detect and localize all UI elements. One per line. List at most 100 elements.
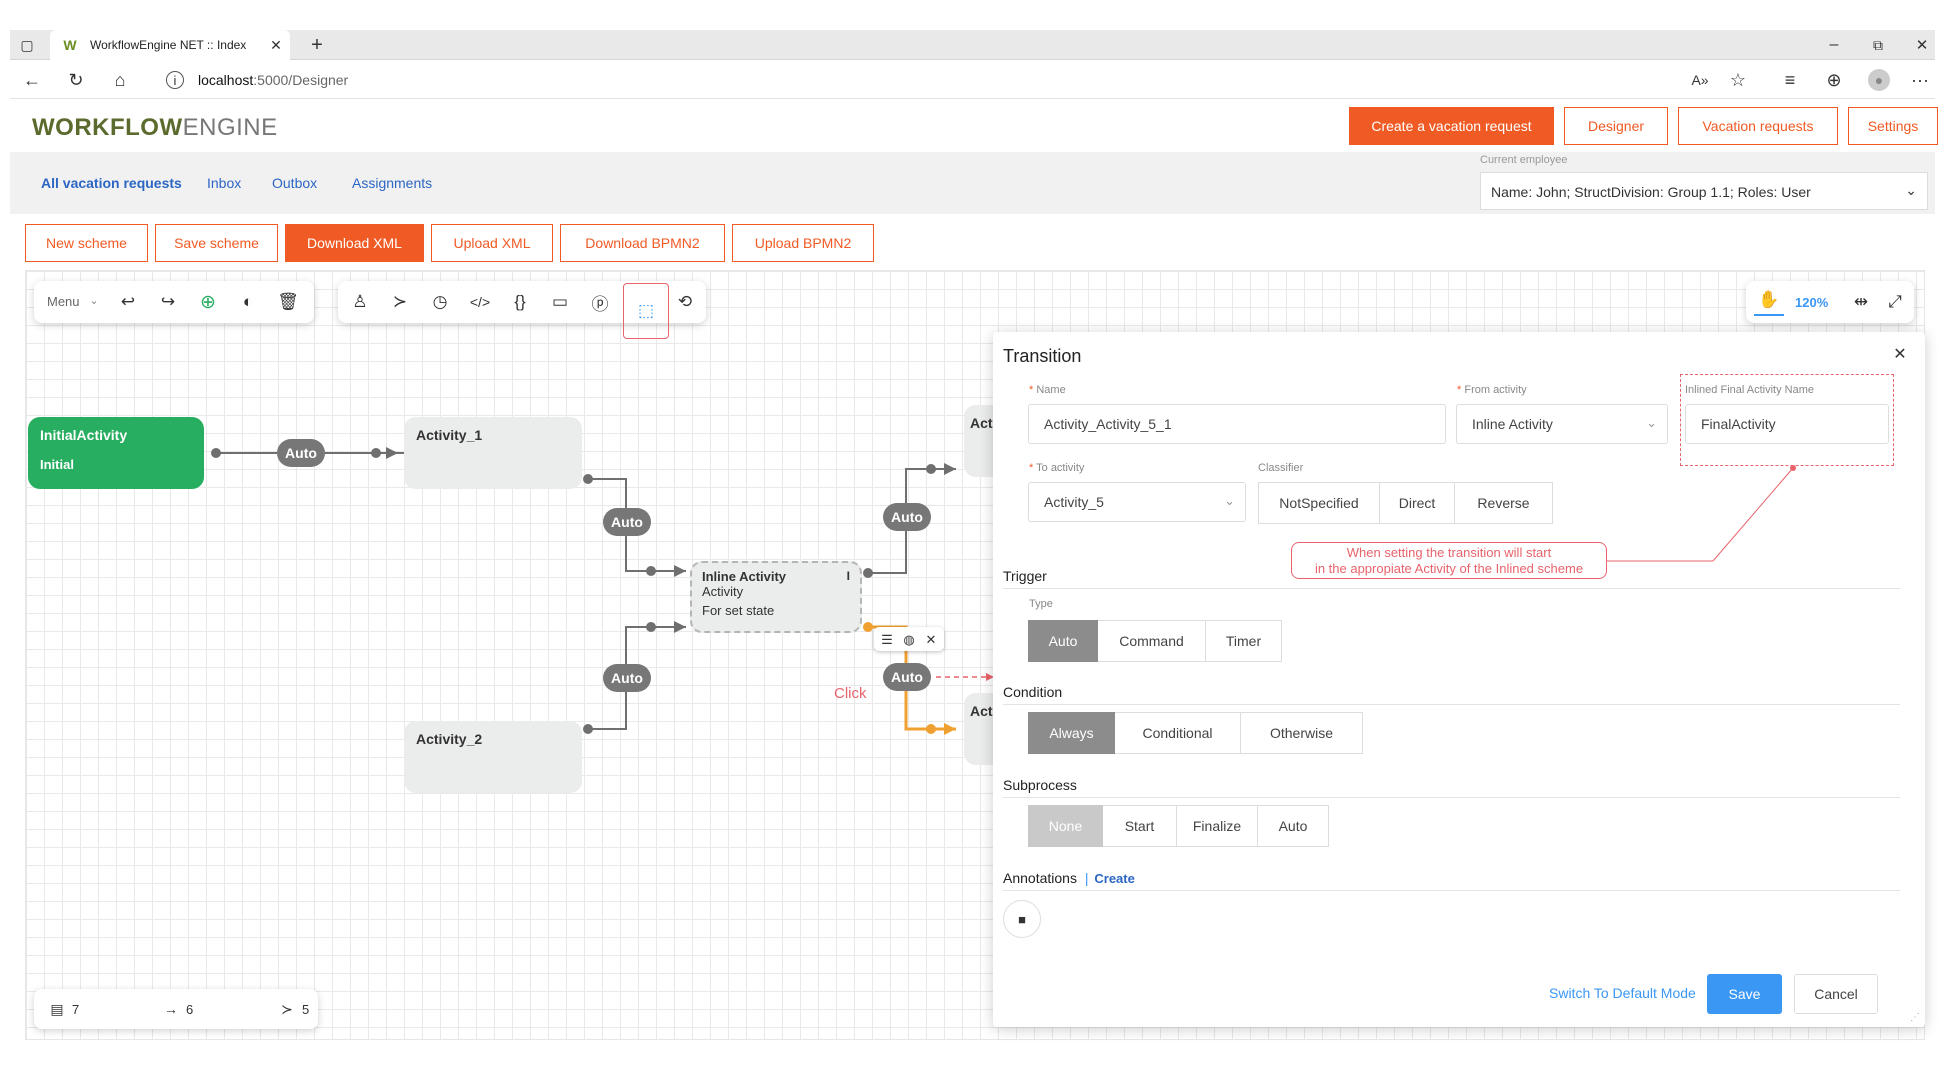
save-button[interactable]: Save <box>1707 974 1782 1014</box>
timer-icon[interactable]: ◷ <box>432 292 448 311</box>
close-window-icon[interactable]: ✕ <box>1915 36 1929 54</box>
download-xml-button[interactable]: Download XML <box>285 224 424 262</box>
minimize-icon[interactable]: – <box>1829 36 1839 53</box>
name-input[interactable]: Activity_Activity_5_1 <box>1028 404 1446 444</box>
annotation-comment-icon[interactable]: ■ <box>1003 900 1041 938</box>
process-parameter-icon[interactable]: ⓟ <box>591 294 609 314</box>
switch-default-mode-link[interactable]: Switch To Default Mode <box>1549 985 1696 1001</box>
browser-tab[interactable]: W WorkflowEngine NET :: Index ✕ <box>50 30 290 60</box>
zoom-level[interactable]: 120% <box>1795 295 1829 310</box>
transition-auto-pill[interactable]: Auto <box>603 508 651 536</box>
activity-title: Activity_1 <box>416 427 483 443</box>
app-logo[interactable]: WORKFLOWENGINE <box>32 114 278 141</box>
subprocess-finalize[interactable]: Finalize <box>1177 805 1258 847</box>
condition-otherwise[interactable]: Otherwise <box>1241 712 1363 754</box>
employee-select[interactable]: Name: John; StructDivision: Group 1.1; R… <box>1480 172 1928 210</box>
home-icon[interactable]: ⌂ <box>114 70 126 90</box>
favorites-list-icon[interactable]: ≡ <box>1784 70 1796 90</box>
hand-pan-icon[interactable]: ✋ <box>1754 286 1784 316</box>
profile-icon[interactable]: ● <box>1868 69 1890 91</box>
transition-auto-pill[interactable]: Auto <box>883 503 931 531</box>
fullscreen-icon[interactable]: ⤢ <box>1888 292 1902 311</box>
new-tab-icon[interactable]: + <box>311 34 323 56</box>
delete-icon[interactable]: ✕ <box>925 631 937 647</box>
arrow-head <box>674 565 686 577</box>
redo-icon[interactable]: ↪ <box>160 292 176 311</box>
menu-button[interactable]: Menu <box>47 294 80 309</box>
activity-top-right[interactable]: Act <box>964 405 994 477</box>
activity-2[interactable]: Activity_2 <box>404 721 582 793</box>
download-bpmn-button[interactable]: Download BPMN2 <box>560 224 725 262</box>
classifier-direct[interactable]: Direct <box>1380 482 1455 524</box>
inline-selection-icon[interactable]: ⬚ <box>623 283 669 339</box>
favorite-star-icon[interactable]: ☆ <box>1729 70 1747 90</box>
classifier-label: Classifier <box>1258 462 1304 474</box>
upload-bpmn-button[interactable]: Upload BPMN2 <box>732 224 874 262</box>
chevron-down-icon: ⌄ <box>89 294 99 307</box>
nav-outbox[interactable]: Outbox <box>272 175 318 191</box>
annotations-create-link[interactable]: Create <box>1094 871 1135 886</box>
settings-button[interactable]: Settings <box>1848 107 1938 145</box>
close-tab-icon[interactable]: ✕ <box>270 37 282 53</box>
command-icon[interactable]: ≻ <box>392 292 408 311</box>
fit-width-icon[interactable]: ⇹ <box>1853 292 1869 311</box>
url-field[interactable]: localhost:5000/Designer <box>198 72 349 88</box>
actor-icon[interactable]: ♙ <box>352 292 368 311</box>
vacation-requests-button[interactable]: Vacation requests <box>1678 107 1838 145</box>
nav-assignments[interactable]: Assignments <box>352 175 433 191</box>
palette-icon[interactable]: ◍ <box>903 631 915 647</box>
callout-line-1: When setting the transition will start <box>1346 545 1552 560</box>
element-toolbox: ♙ ≻ ◷ </> {} ▭ ⓟ ⬚ ⟲ <box>338 281 706 339</box>
trash-icon[interactable]: 🗑 <box>277 292 299 311</box>
nav-all-requests[interactable]: All vacation requests <box>41 175 182 191</box>
activity-bottom-right[interactable]: Act <box>964 693 994 765</box>
trigger-command[interactable]: Command <box>1098 620 1206 662</box>
back-icon[interactable]: ← <box>23 70 41 90</box>
classifier-reverse[interactable]: Reverse <box>1455 482 1553 524</box>
collections-icon[interactable]: ⊕ <box>1826 70 1842 90</box>
to-activity-select[interactable]: Activity_5 ⌄ <box>1028 482 1246 522</box>
restore-icon[interactable]: ⧉ <box>1873 37 1883 53</box>
trigger-section-title: Trigger <box>1003 568 1047 584</box>
activity-initial[interactable]: InitialActivity Initial <box>28 417 204 489</box>
add-activity-icon[interactable]: ⊕ <box>200 291 216 313</box>
transition-auto-pill[interactable]: Auto <box>603 664 651 692</box>
designer-button[interactable]: Designer <box>1564 107 1668 145</box>
nav-inbox[interactable]: Inbox <box>207 175 242 191</box>
code-icon[interactable]: </> <box>469 294 491 310</box>
site-info-icon[interactable]: i <box>166 71 184 89</box>
activity-1[interactable]: Activity_1 <box>404 417 582 489</box>
cancel-button[interactable]: Cancel <box>1794 974 1878 1014</box>
new-scheme-button[interactable]: New scheme <box>25 224 148 262</box>
condition-always[interactable]: Always <box>1028 712 1115 754</box>
subprocess-none[interactable]: None <box>1028 805 1103 847</box>
connector-dot-selected <box>926 724 936 734</box>
undo-icon[interactable]: ↩ <box>120 292 136 311</box>
parameters-icon[interactable]: {} <box>514 292 526 311</box>
save-scheme-button[interactable]: Save scheme <box>155 224 278 262</box>
trigger-auto[interactable]: Auto <box>1028 620 1098 662</box>
activity-inline[interactable]: Inline Activity Activity For set state I <box>690 561 862 633</box>
tab-actions-icon[interactable]: ▢ <box>20 37 34 53</box>
condition-conditional[interactable]: Conditional <box>1115 712 1241 754</box>
inlined-final-activity-input[interactable]: FinalActivity <box>1685 404 1889 444</box>
history-icon[interactable]: ⟲ <box>677 292 693 311</box>
actions-icon: ≻ <box>281 1001 293 1017</box>
classifier-notspecified[interactable]: NotSpecified <box>1258 482 1380 524</box>
toggle-icon[interactable]: ◐ <box>242 292 254 311</box>
comment-icon[interactable]: ▭ <box>551 292 569 311</box>
more-icon[interactable]: ··· <box>1911 70 1929 90</box>
create-vacation-button[interactable]: Create a vacation request <box>1349 107 1554 145</box>
trigger-timer[interactable]: Timer <box>1206 620 1282 662</box>
transition-auto-pill-selected[interactable]: Auto <box>883 663 931 691</box>
subprocess-auto[interactable]: Auto <box>1258 805 1329 847</box>
subprocess-start[interactable]: Start <box>1103 805 1177 847</box>
transition-auto-pill[interactable]: Auto <box>277 439 325 467</box>
refresh-icon[interactable]: ↻ <box>68 70 84 90</box>
upload-xml-button[interactable]: Upload XML <box>431 224 553 262</box>
resize-handle-icon[interactable]: ⋰ <box>1910 1012 1920 1023</box>
close-panel-icon[interactable]: ✕ <box>1893 346 1907 363</box>
read-aloud-icon[interactable]: A» <box>1691 72 1709 88</box>
from-activity-select[interactable]: Inline Activity ⌄ <box>1456 404 1668 444</box>
settings-sliders-icon[interactable]: ☰ <box>881 631 893 647</box>
